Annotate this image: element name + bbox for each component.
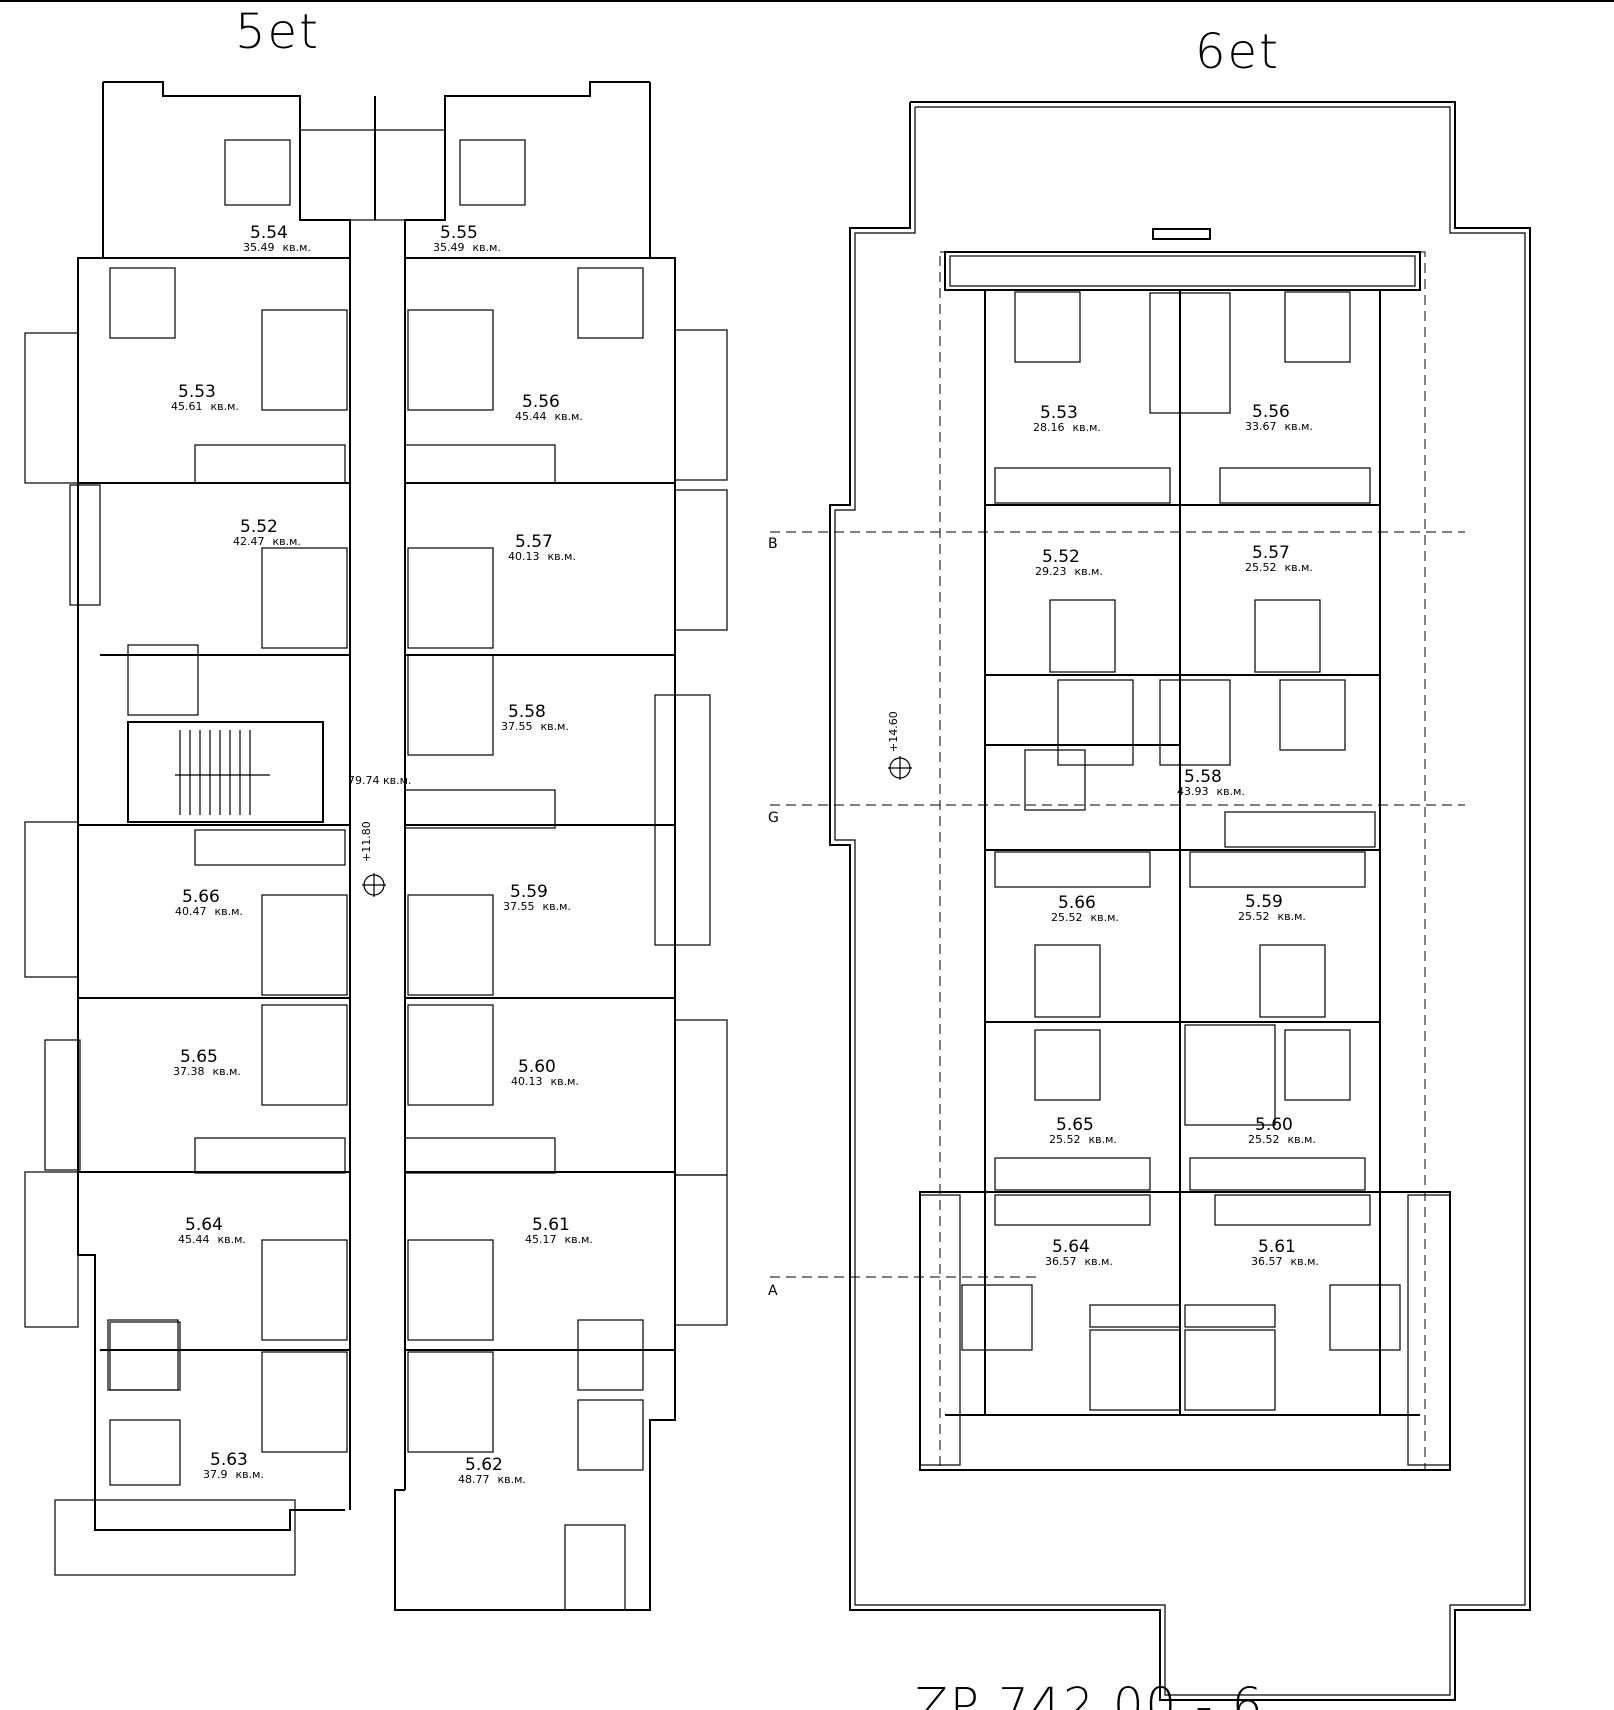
unit-number: 5.60 bbox=[1255, 1115, 1293, 1135]
unit-number: 5.55 bbox=[440, 223, 478, 243]
plan-title-5et: 5et bbox=[235, 4, 320, 60]
unit-number: 5.53 bbox=[1040, 403, 1078, 423]
plan-6et-outline bbox=[829, 101, 1531, 1701]
svg-text:+11.80: +11.80 bbox=[360, 821, 373, 862]
unit-number: 5.60 bbox=[518, 1057, 556, 1077]
svg-text:+14.60: +14.60 bbox=[887, 711, 900, 752]
unit-number: 5.66 bbox=[182, 887, 220, 907]
unit-number: 5.61 bbox=[532, 1215, 570, 1235]
svg-text:A: A bbox=[768, 1283, 778, 1299]
unit-number: 5.59 bbox=[510, 882, 548, 902]
unit-number: 5.65 bbox=[180, 1047, 218, 1067]
unit-number: 5.57 bbox=[515, 532, 553, 552]
level-marker-5et: +11.80 bbox=[360, 821, 386, 897]
unit-number: 5.63 bbox=[210, 1450, 248, 1470]
unit-number: 5.66 bbox=[1058, 893, 1096, 913]
unit-number: 5.65 bbox=[1056, 1115, 1094, 1135]
section-lines: B G A bbox=[768, 531, 1465, 1299]
unit-number: 5.56 bbox=[1252, 402, 1290, 422]
svg-text:B: B bbox=[768, 536, 778, 552]
unit-number: 5.58 bbox=[508, 702, 546, 722]
plan-5et-partitions bbox=[78, 96, 675, 1486]
unit-number: 5.56 bbox=[522, 392, 560, 412]
unit-number: 5.62 bbox=[465, 1455, 503, 1475]
unit-number: 5.64 bbox=[185, 1215, 223, 1235]
unit-number: 5.52 bbox=[1042, 547, 1080, 567]
unit-number: 5.53 bbox=[178, 382, 216, 402]
unit-number: 5.61 bbox=[1258, 1237, 1296, 1257]
level-marker-6et: +14.60 bbox=[887, 711, 912, 780]
unit-number: 5.52 bbox=[240, 517, 278, 537]
unit-number: 5.57 bbox=[1252, 543, 1290, 563]
unit-number: 5.58 bbox=[1184, 767, 1222, 787]
plan-title-6et: 6et bbox=[1195, 24, 1280, 80]
plan-5et-outline bbox=[24, 81, 728, 1611]
unit-number: 5.54 bbox=[250, 223, 288, 243]
corridor-area: 79.74 кв.м. bbox=[348, 774, 411, 787]
footer-drawing-code: ZP 742 00 - 6 ... bbox=[915, 1678, 1333, 1710]
unit-number: 5.64 bbox=[1052, 1237, 1090, 1257]
unit-number: 5.59 bbox=[1245, 892, 1283, 912]
svg-text:G: G bbox=[768, 810, 779, 826]
